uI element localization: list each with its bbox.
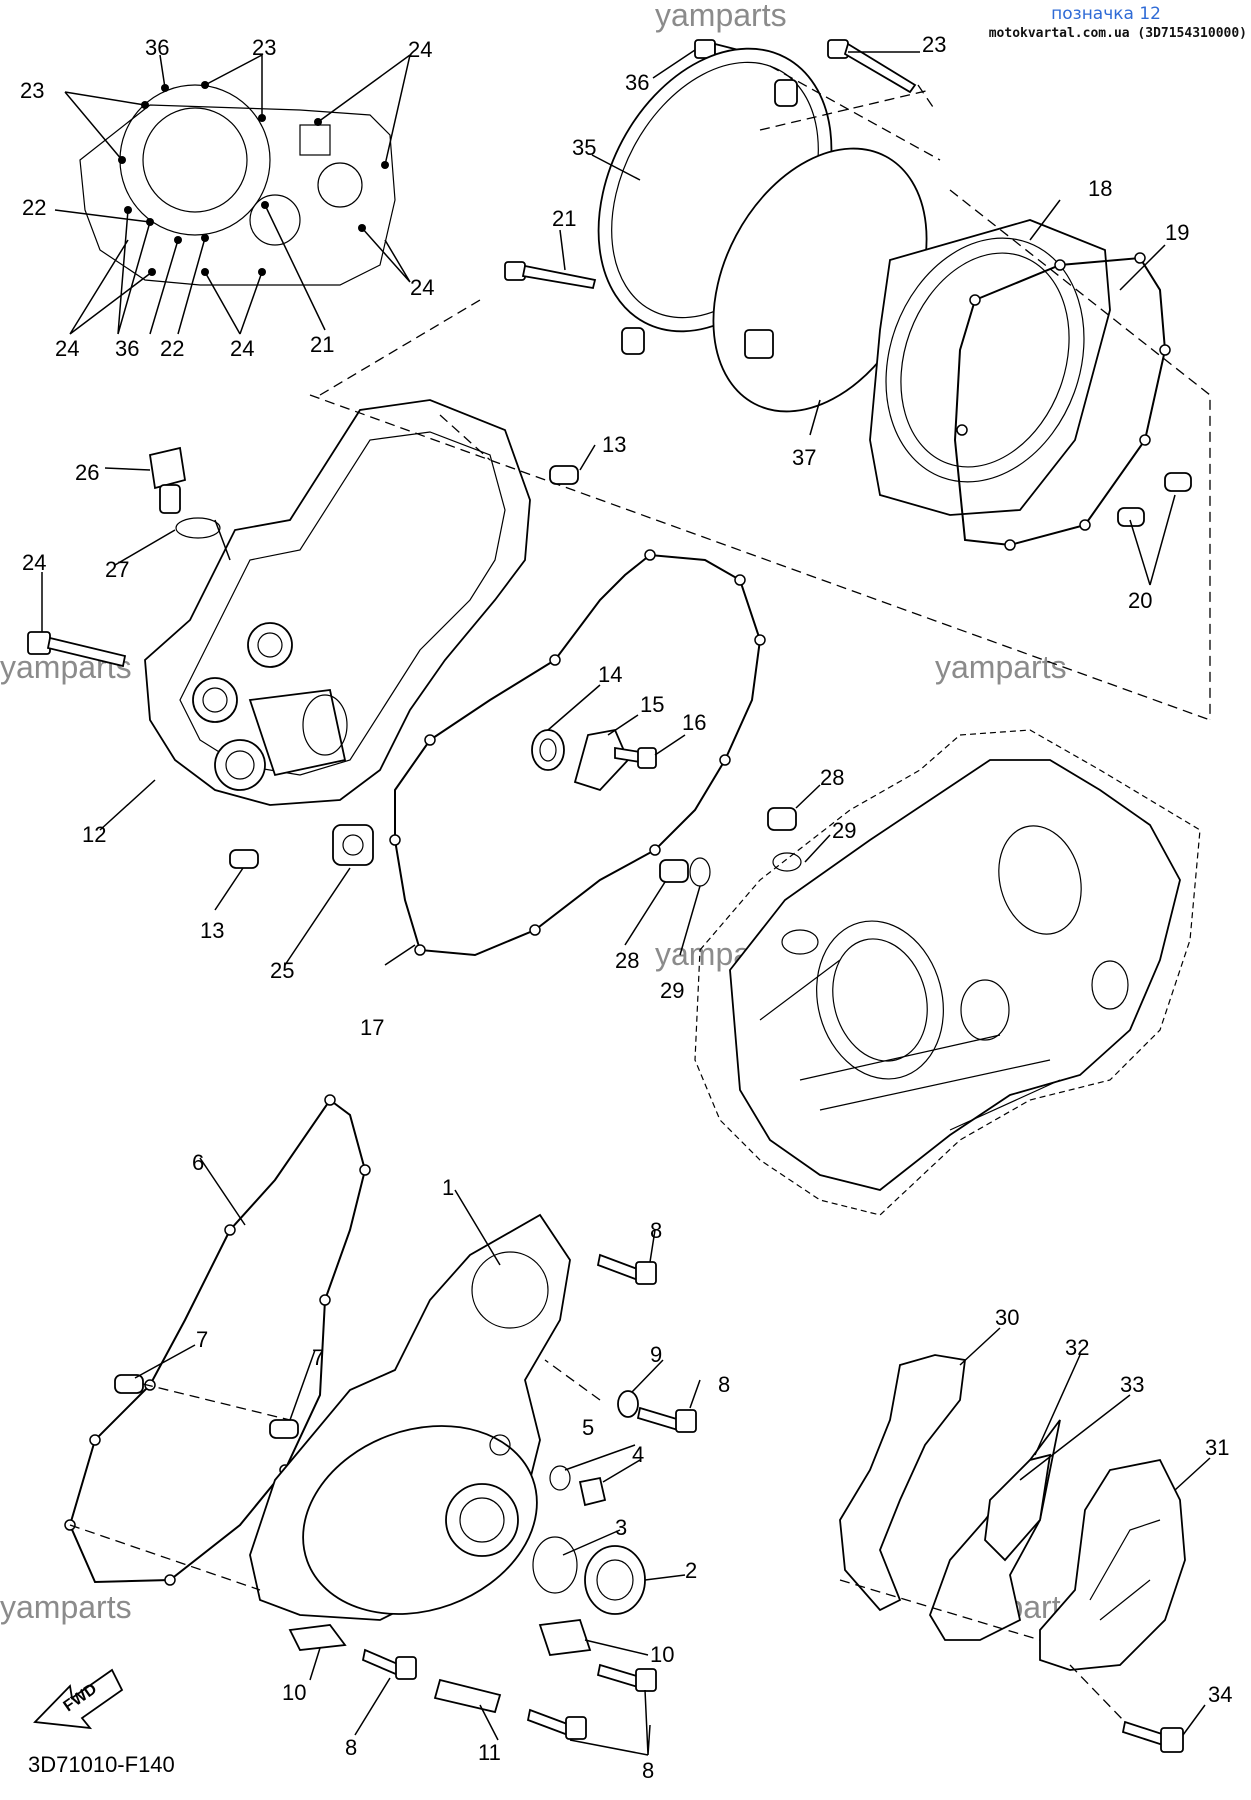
callout-24: 24 (22, 550, 46, 575)
bolt-8 (361, 1648, 417, 1680)
callout-35: 35 (572, 135, 596, 160)
callout-26: 26 (75, 460, 99, 485)
watermark: yamparts (655, 0, 787, 33)
callout-33: 33 (1120, 1372, 1144, 1397)
callout-29: 29 (660, 978, 684, 1003)
callout-31: 31 (1205, 1435, 1229, 1460)
callout-15: 15 (640, 692, 664, 717)
diagram-code: 3D71010-F140 (28, 1752, 175, 1777)
watermark: yamparts (935, 649, 1067, 685)
bolt-16 (614, 746, 657, 769)
callout-8: 8 (650, 1218, 662, 1243)
callout-29: 29 (832, 818, 856, 843)
bolt-34 (1121, 1720, 1184, 1753)
callout-labels: 36 23 24 23 22 24 24 36 22 24 21 36 23 3… (20, 32, 1232, 1783)
callout-13: 13 (602, 432, 626, 457)
callout-4: 4 (632, 1442, 644, 1467)
callout-2: 2 (685, 1558, 697, 1583)
callout-27: 27 (105, 557, 129, 582)
callout-32: 32 (1065, 1335, 1089, 1360)
callout-8: 8 (718, 1372, 730, 1397)
callout-24: 24 (410, 275, 434, 300)
bolt-23 (827, 39, 917, 94)
callout-21: 21 (310, 332, 334, 357)
callout-19: 19 (1165, 220, 1189, 245)
callout-11: 11 (478, 1740, 501, 1765)
callout-17: 17 (360, 1015, 384, 1040)
callout-20: 20 (1128, 588, 1152, 613)
header-source: motokvartal.com.ua (3D7154310000) (988, 26, 1247, 41)
watermark: yamparts (0, 1589, 132, 1625)
callout-16: 16 (682, 710, 706, 735)
oil-filler-plug-26 (148, 446, 187, 514)
callout-10: 10 (650, 1642, 674, 1667)
callout-34: 34 (1208, 1682, 1232, 1707)
callout-10: 10 (282, 1680, 306, 1705)
callout-22: 22 (22, 195, 46, 220)
callout-36: 36 (115, 336, 139, 361)
callout-18: 18 (1088, 176, 1112, 201)
callout-36: 36 (625, 70, 649, 95)
bolt-8 (526, 1708, 587, 1740)
header-title: позначка 12 (1051, 4, 1161, 24)
bolt-8 (636, 1406, 697, 1433)
callout-21: 21 (552, 206, 576, 231)
callout-8: 8 (642, 1758, 654, 1783)
bolt-8 (596, 1253, 657, 1285)
callout-25: 25 (270, 958, 294, 983)
callout-24: 24 (55, 336, 79, 361)
callout-6: 6 (192, 1150, 204, 1175)
oil-strainer-25 (332, 824, 374, 866)
bolt-21 (504, 261, 597, 290)
callout-7: 7 (196, 1327, 208, 1352)
callout-28: 28 (820, 765, 844, 790)
bolt-8 (596, 1663, 657, 1692)
callout-13: 13 (200, 918, 224, 943)
callout-23: 23 (252, 35, 276, 60)
callout-9: 9 (650, 1342, 662, 1367)
crankcase-cover-12 (27, 299, 1211, 966)
callout-23: 23 (922, 32, 946, 57)
callout-24: 24 (230, 336, 254, 361)
bolt-24 (27, 631, 127, 668)
callout-30: 30 (995, 1305, 1019, 1330)
callout-36: 36 (145, 35, 169, 60)
clutch-cover-assembly (504, 39, 1211, 720)
sprocket-cover-assembly (839, 1327, 1211, 1753)
generator-cover-assembly: FWD (33, 1094, 701, 1756)
callout-22: 22 (160, 336, 184, 361)
callout-24: 24 (408, 37, 432, 62)
callout-7: 7 (312, 1345, 324, 1370)
callout-8: 8 (345, 1735, 357, 1760)
bolt-location-inset (54, 54, 411, 335)
callout-1: 1 (442, 1175, 454, 1200)
cover-gasket-17 (384, 549, 831, 966)
callout-5: 5 (582, 1415, 594, 1440)
callout-37: 37 (792, 445, 816, 470)
callout-14: 14 (598, 662, 622, 687)
forward-arrow-icon (33, 1668, 124, 1730)
crankcase (694, 729, 1201, 1216)
callout-23: 23 (20, 78, 44, 103)
callout-28: 28 (615, 948, 639, 973)
callout-3: 3 (615, 1515, 627, 1540)
callout-12: 12 (82, 822, 106, 847)
